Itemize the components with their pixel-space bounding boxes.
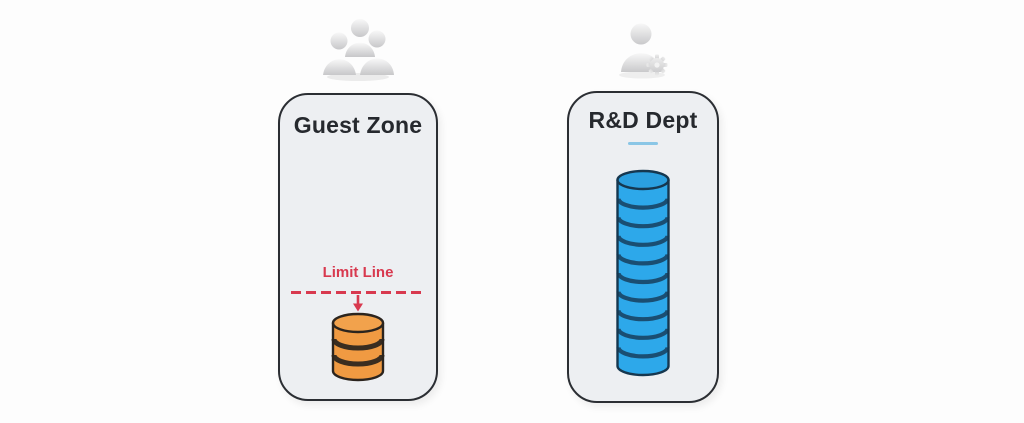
guest-storage-cylinder bbox=[331, 312, 385, 382]
guest-zone-panel: Guest Zone Limit Line bbox=[278, 93, 438, 401]
limit-line-dashed bbox=[291, 291, 424, 294]
rd-dept-panel: R&D Dept bbox=[567, 91, 719, 403]
people-group-icon bbox=[323, 19, 394, 81]
limit-line-label: Limit Line bbox=[322, 264, 394, 281]
rd-storage-cylinder bbox=[616, 169, 670, 377]
title-underline bbox=[628, 142, 658, 145]
gear-icon bbox=[646, 54, 668, 76]
down-arrow-icon bbox=[353, 295, 363, 312]
rd-dept-title: R&D Dept bbox=[588, 107, 698, 133]
person-gear-icon bbox=[619, 23, 668, 79]
guest-zone-title: Guest Zone bbox=[293, 112, 423, 138]
